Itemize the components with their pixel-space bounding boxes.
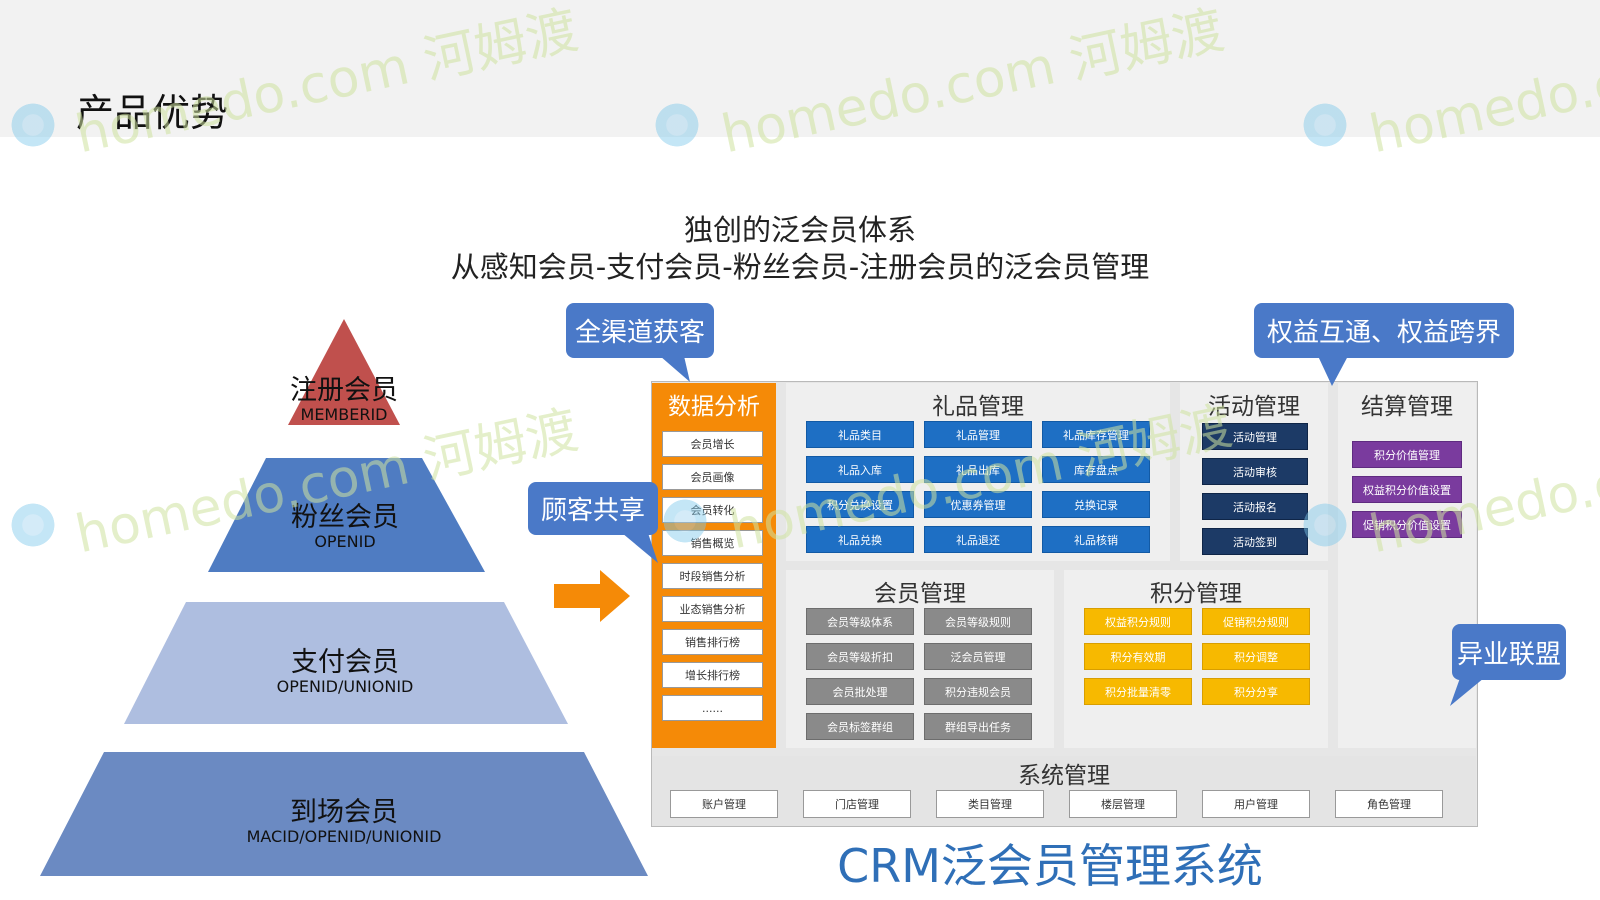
settlement-item[interactable]: 积分价值管理 — [1352, 441, 1462, 468]
data-analysis-item[interactable]: ...... — [662, 695, 763, 721]
tier-id: MEMBERID — [300, 405, 388, 424]
tier-name: 粉丝会员 — [291, 502, 399, 533]
pyramid-tier-fans — [208, 458, 485, 572]
data-analysis-item[interactable]: 会员画像 — [662, 464, 763, 490]
points-item[interactable]: 积分分享 — [1202, 678, 1310, 705]
system-item[interactable]: 门店管理 — [803, 790, 911, 818]
data-analysis-item[interactable]: 销售排行榜 — [662, 629, 763, 655]
gift-item[interactable]: 礼品兑换 — [806, 526, 914, 553]
watermark-flower-icon — [8, 500, 58, 550]
gift-item[interactable]: 礼品库存管理 — [1042, 421, 1150, 448]
pyramid-label-visitor: 到场会员 MACID/OPENID/UNIONID — [194, 798, 494, 846]
gift-item[interactable]: 礼品入库 — [806, 456, 914, 483]
watermark-flower-icon — [652, 100, 702, 150]
subtitle-line-1: 独创的泛会员体系 — [683, 213, 916, 247]
system-item[interactable]: 角色管理 — [1335, 790, 1443, 818]
gift-item[interactable]: 兑换记录 — [1042, 491, 1150, 518]
watermark-flower-icon — [660, 496, 710, 546]
callout-pointer-icon — [660, 356, 690, 382]
activity-item[interactable]: 活动报名 — [1202, 493, 1308, 520]
system-item[interactable]: 楼层管理 — [1069, 790, 1177, 818]
crm-system-title: CRM泛会员管理系统 — [837, 839, 1263, 893]
tier-name: 注册会员 — [290, 375, 398, 406]
callout-pointer-icon — [622, 533, 658, 563]
member-item[interactable]: 会员等级折扣 — [806, 643, 914, 670]
member-pyramid — [40, 319, 648, 876]
tier-id: MACID/OPENID/UNIONID — [246, 827, 442, 846]
data-analysis-item[interactable]: 业态销售分析 — [662, 596, 763, 622]
settlement-item[interactable]: 权益积分价值设置 — [1352, 476, 1462, 503]
tier-id: OPENID — [314, 532, 376, 551]
panel-title: 礼品管理 — [932, 394, 1024, 420]
gift-item[interactable]: 礼品管理 — [924, 421, 1032, 448]
callout-rights: 权益互通、权益跨界 — [1254, 303, 1514, 358]
panel-data-analysis: 数据分析 会员增长 会员画像 会员转化 销售概览 时段销售分析 业态销售分析 销… — [652, 383, 776, 748]
panel-title: 系统管理 — [1018, 763, 1110, 789]
gift-item[interactable]: 礼品退还 — [924, 526, 1032, 553]
watermark-flower-icon — [8, 100, 58, 150]
watermark-flower-icon — [1300, 100, 1350, 150]
tier-name: 到场会员 — [290, 797, 398, 828]
watermark-flower-icon — [1300, 500, 1350, 550]
panel-points: 积分管理 权益积分规则 促销积分规则 积分有效期 积分调整 积分批量清零 积分分… — [1064, 570, 1328, 748]
data-analysis-item[interactable]: 会员转化 — [662, 497, 763, 523]
settlement-item[interactable]: 促销积分价值设置 — [1352, 511, 1462, 538]
subtitle-line-2: 从感知会员-支付会员-粉丝会员-注册会员的泛会员管理 — [450, 250, 1150, 284]
panel-gift: 礼品管理 礼品类目 礼品管理 礼品库存管理 礼品入库 礼品出库 库存盘点 积分兑… — [786, 383, 1170, 561]
activity-item[interactable]: 活动管理 — [1202, 423, 1308, 450]
member-item[interactable]: 会员标签群组 — [806, 713, 914, 740]
panel-system: 系统管理 账户管理 门店管理 类目管理 楼层管理 用户管理 角色管理 — [652, 756, 1476, 826]
callout-alliance: 异业联盟 — [1452, 624, 1566, 680]
points-item[interactable]: 积分批量清零 — [1084, 678, 1192, 705]
points-item[interactable]: 积分有效期 — [1084, 643, 1192, 670]
gift-item[interactable]: 礼品核销 — [1042, 526, 1150, 553]
member-item[interactable]: 群组导出任务 — [924, 713, 1032, 740]
panel-title: 会员管理 — [874, 581, 966, 607]
points-item[interactable]: 促销积分规则 — [1202, 608, 1310, 635]
page-title: 产品优势 — [76, 91, 229, 135]
gift-item[interactable]: 优惠券管理 — [924, 491, 1032, 518]
panel-title: 结算管理 — [1361, 394, 1453, 420]
gift-item[interactable]: 积分兑换设置 — [806, 491, 914, 518]
member-item[interactable]: 泛会员管理 — [924, 643, 1032, 670]
gift-item[interactable]: 礼品类目 — [806, 421, 914, 448]
pyramid-tier-registered — [288, 319, 400, 425]
pyramid-label-registered: 注册会员 MEMBERID — [244, 376, 444, 424]
data-analysis-item[interactable]: 增长排行榜 — [662, 662, 763, 688]
pyramid-label-fans: 粉丝会员 OPENID — [245, 503, 445, 551]
tier-id: OPENID/UNIONID — [276, 677, 414, 696]
activity-item[interactable]: 活动签到 — [1202, 528, 1308, 555]
callout-all-channel: 全渠道获客 — [566, 303, 714, 358]
member-item[interactable]: 积分违规会员 — [924, 678, 1032, 705]
gift-item[interactable]: 库存盘点 — [1042, 456, 1150, 483]
panel-activity: 活动管理 活动管理 活动审核 活动报名 活动签到 — [1180, 383, 1328, 561]
points-item[interactable]: 积分调整 — [1202, 643, 1310, 670]
member-item[interactable]: 会员等级体系 — [806, 608, 914, 635]
data-analysis-item[interactable]: 时段销售分析 — [662, 563, 763, 589]
panel-title: 数据分析 — [668, 394, 760, 420]
system-item[interactable]: 类目管理 — [936, 790, 1044, 818]
system-item[interactable]: 用户管理 — [1202, 790, 1310, 818]
system-item[interactable]: 账户管理 — [670, 790, 778, 818]
member-item[interactable]: 会员等级规则 — [924, 608, 1032, 635]
pyramid-tier-visitor — [40, 752, 648, 876]
data-analysis-item[interactable]: 会员增长 — [662, 431, 763, 457]
panel-title: 积分管理 — [1150, 581, 1242, 607]
gift-item[interactable]: 礼品出库 — [924, 456, 1032, 483]
data-analysis-item[interactable]: 销售概览 — [662, 530, 763, 556]
member-item[interactable]: 会员批处理 — [806, 678, 914, 705]
panel-settlement: 结算管理 积分价值管理 权益积分价值设置 促销积分价值设置 — [1338, 383, 1476, 748]
points-item[interactable]: 权益积分规则 — [1084, 608, 1192, 635]
arrow-right-icon — [554, 570, 630, 622]
panel-title: 活动管理 — [1208, 394, 1300, 420]
panel-member: 会员管理 会员等级体系 会员等级规则 会员等级折扣 泛会员管理 会员批处理 积分… — [786, 570, 1054, 748]
pyramid-tier-payment — [124, 602, 568, 724]
callout-pointer-icon — [1450, 678, 1484, 706]
header-band — [0, 0, 1600, 137]
callout-pointer-icon — [1318, 356, 1348, 386]
activity-item[interactable]: 活动审核 — [1202, 458, 1308, 485]
tier-name: 支付会员 — [291, 647, 399, 678]
callout-customer-share: 顾客共享 — [528, 482, 658, 535]
pyramid-label-payment: 支付会员 OPENID/UNIONID — [220, 648, 470, 696]
